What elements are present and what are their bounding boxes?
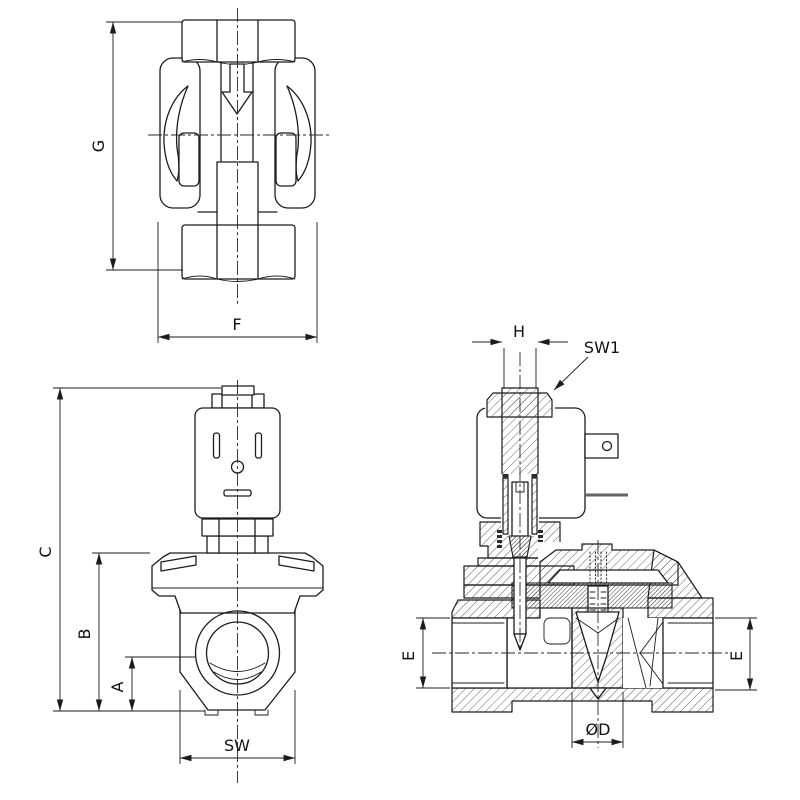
dim-label-h: H: [513, 322, 525, 341]
section-seat: [571, 607, 624, 700]
dim-label-b: B: [75, 629, 94, 640]
top-view: G F: [89, 8, 330, 343]
connector-slot-right: [254, 432, 263, 459]
dimension-SW: SW: [179, 690, 296, 764]
section-centerlines: [432, 352, 728, 748]
section-diaphragm: [511, 551, 673, 615]
return-spring-left: [497, 530, 502, 548]
dim-label-g: G: [89, 140, 108, 152]
dimension-B: B: [75, 552, 150, 711]
front-view: C B A SW: [36, 380, 324, 783]
dim-label-f: F: [232, 315, 241, 334]
dimension-G: G: [89, 21, 183, 271]
connector-slot-left: [212, 432, 221, 459]
callout-SW1: SW1: [553, 338, 620, 391]
dimension-H: H: [472, 322, 568, 388]
flow-direction-arrow-icon: [221, 63, 253, 115]
dim-label-sw: SW: [224, 736, 250, 755]
dimension-OD: ØD: [571, 692, 624, 748]
dim-label-e-right: E: [727, 651, 746, 661]
dimension-E-left: E: [399, 617, 450, 689]
dimension-A: A: [108, 656, 195, 711]
dim-label-od: ØD: [586, 720, 611, 739]
dim-label-sw1: SW1: [584, 338, 620, 357]
dim-label-e-left: E: [399, 651, 418, 661]
top-hex-nut: [181, 19, 296, 65]
dimension-E-right: E: [715, 617, 757, 691]
spade-terminal: [584, 433, 619, 459]
bottom-hex-nut: [181, 224, 296, 282]
dim-label-c: C: [36, 546, 55, 557]
section-view: H SW1 E E ØD: [399, 322, 757, 748]
dim-label-a: A: [108, 681, 127, 692]
terminal-hole: [601, 440, 613, 452]
top-view-centerlines: [148, 8, 330, 305]
dimension-F: F: [157, 222, 318, 343]
top-view-body-clips: [159, 57, 316, 213]
